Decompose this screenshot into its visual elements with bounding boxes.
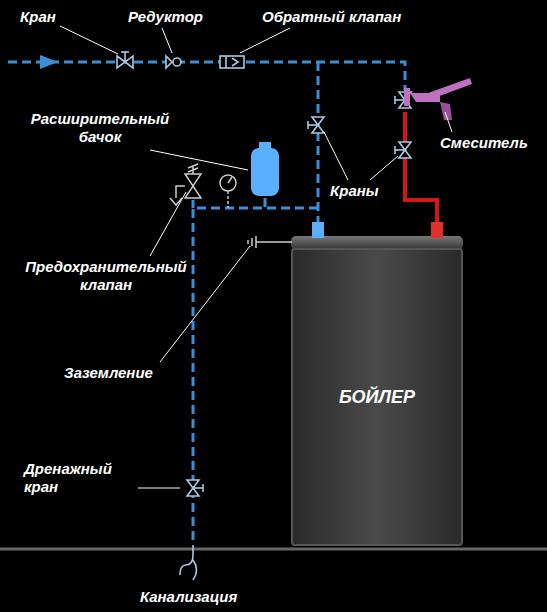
valve-symbol <box>187 480 203 496</box>
outlet-fitting <box>431 222 443 238</box>
part-label: Дренажный кран <box>24 460 144 496</box>
part-label: Расширительный бачок <box>10 110 190 146</box>
inlet-fitting <box>312 222 324 238</box>
expansion-tank <box>251 142 279 196</box>
siphon <box>180 545 197 580</box>
part-label: Канализация <box>140 588 237 606</box>
part-label: Смеситель <box>440 134 528 152</box>
node-title: БОЙЛЕР <box>339 387 415 408</box>
valve-pipe <box>192 200 195 208</box>
tank-pipe <box>264 198 267 208</box>
flow-arrow <box>40 55 58 69</box>
boiler-tank: БОЙЛЕР <box>291 248 463 546</box>
valve-symbol <box>308 117 324 133</box>
reducer-symbol <box>166 56 181 68</box>
valve-symbol <box>117 52 133 68</box>
safety-valve <box>170 164 201 205</box>
pressure-gauge <box>220 175 236 208</box>
floor-line <box>0 548 547 551</box>
part-label: Редуктор <box>128 8 203 26</box>
mixer-tap <box>404 78 472 120</box>
check-valve-symbol <box>220 56 244 68</box>
part-label: Краны <box>330 182 379 200</box>
part-label: Заземление <box>64 364 153 382</box>
ground-symbol <box>248 236 292 248</box>
main-cold-pipe <box>8 62 405 90</box>
part-label: Предохранительный клапан <box>6 258 206 294</box>
part-label: Обратный клапан <box>262 8 401 26</box>
valve-symbol <box>395 142 411 158</box>
hot-pipe <box>405 112 437 236</box>
part-label: Кран <box>20 8 56 26</box>
